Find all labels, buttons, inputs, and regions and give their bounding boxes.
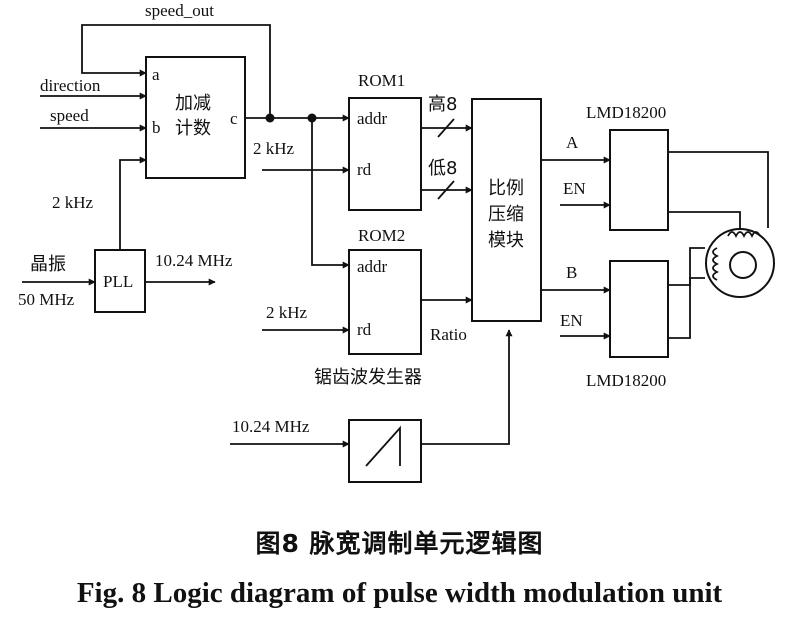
- sawtooth-clk-label: 10.24 MHz: [232, 417, 310, 436]
- ratio-compression-block: [471, 98, 542, 322]
- enable-bottom-label: EN: [560, 311, 583, 330]
- counter-block: [145, 56, 246, 179]
- output-b-label: B: [566, 263, 577, 282]
- speed-out-feedback-wire: [81, 24, 271, 118]
- rom2-rd-port: rd: [357, 320, 372, 339]
- pwm-logic-diagram: speed_out direction speed a b c 加减 计数 2 …: [18, 1, 775, 483]
- pll-to-counter-wire: [119, 156, 147, 250]
- counter-label-line1: 加减: [175, 93, 211, 114]
- rom2-clk-label: 2 kHz: [266, 303, 308, 322]
- rom1-title: ROM1: [358, 71, 405, 90]
- scaler-label-line1: 比例: [488, 178, 524, 199]
- driver-bottom-title: LMD18200: [586, 371, 666, 390]
- freq-50mhz-label: 50 MHz: [18, 290, 75, 309]
- driver-bottom-block: [609, 260, 669, 358]
- stepper-motor-icon: [705, 228, 775, 298]
- counter-port-c: c: [230, 109, 238, 128]
- speed-label: speed: [50, 106, 89, 125]
- rom2-title: ROM2: [358, 226, 405, 245]
- crystal-label: 晶振: [30, 254, 66, 275]
- direction-label: direction: [40, 76, 101, 95]
- output-a-label: A: [566, 133, 579, 152]
- high8-bus-wire: [421, 118, 473, 138]
- rom1-addr-port: addr: [357, 109, 388, 128]
- low8-bus-wire: [421, 180, 473, 200]
- rom1-clk-label: 2 kHz: [253, 139, 295, 158]
- junction-dot: [265, 113, 275, 123]
- ratio-label: Ratio: [430, 325, 467, 344]
- pll-output-freq-label: 10.24 MHz: [155, 251, 233, 270]
- pll-label: PLL: [103, 272, 133, 291]
- junction-dot: [307, 113, 317, 123]
- sawtooth-to-scaler-wire: [421, 329, 513, 445]
- scaler-label-line2: 压缩: [488, 204, 524, 225]
- high8-label: 高8: [428, 94, 457, 115]
- scaler-label-line3: 模块: [488, 230, 524, 251]
- driver-top-block: [609, 129, 669, 231]
- motor-wiring: [668, 151, 769, 339]
- rom1-block: [348, 97, 422, 211]
- driver-top-title: LMD18200: [586, 103, 666, 122]
- low8-label: 低8: [428, 158, 457, 179]
- speed-out-label: speed_out: [145, 1, 214, 20]
- counter-label-line2: 计数: [175, 118, 211, 139]
- rom2-block: [348, 249, 422, 355]
- clk-2khz-label: 2 kHz: [52, 193, 94, 212]
- enable-top-label: EN: [563, 179, 586, 198]
- sawtooth-block: [348, 419, 422, 483]
- counter-port-b: b: [152, 118, 161, 137]
- counter-output-wire: [245, 114, 350, 269]
- rom2-addr-port: addr: [357, 257, 388, 276]
- rom1-rd-port: rd: [357, 160, 372, 179]
- sawtooth-generator-label: 锯齿波发生器: [314, 367, 422, 388]
- figure-caption-chinese: 图8 脉宽调制单元逻辑图: [255, 529, 544, 558]
- counter-port-a: a: [152, 65, 160, 84]
- figure-caption-english: Fig. 8 Logic diagram of pulse width modu…: [76, 577, 723, 609]
